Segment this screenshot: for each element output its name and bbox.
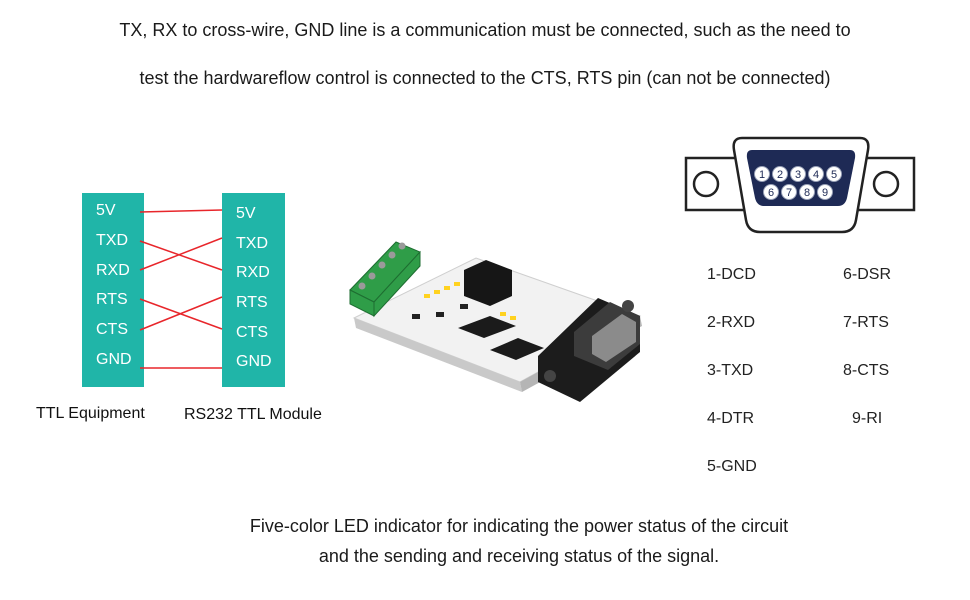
db9-pin-number: 6 <box>768 187 774 199</box>
footer-line-1: Five-color LED indicator for indicating … <box>249 516 789 536</box>
module-board-image <box>349 241 642 402</box>
footer-line-2: and the sending and receiving status of … <box>318 546 720 566</box>
left-pin-gnd: GND <box>96 351 132 368</box>
chip-1 <box>458 316 516 338</box>
pin-header <box>464 260 512 306</box>
pinmap-7: 7-RTS <box>843 314 889 331</box>
rs232-module-panel <box>222 193 285 387</box>
left-pin-5v: 5V <box>96 202 116 219</box>
db9-pin-number: 9 <box>822 187 828 199</box>
terminal-block <box>349 241 421 318</box>
pinmap-3: 3-TXD <box>707 362 754 379</box>
db9-pinout-image: 1 2 3 4 5 6 7 8 9 <box>684 136 916 234</box>
ttl-equipment-panel <box>82 193 144 387</box>
db9-pin-number: 5 <box>831 169 837 181</box>
pinmap-9: 9-RI <box>852 410 883 427</box>
right-pin-gnd: GND <box>236 353 272 370</box>
db9-pin-number: 4 <box>813 169 819 181</box>
pinmap-8: 8-CTS <box>843 362 890 379</box>
db9-pin-number: 3 <box>795 169 801 181</box>
header-line-1: TX, RX to cross-wire, GND line is a comm… <box>119 20 851 40</box>
wire-txd-rxd <box>139 240 223 271</box>
right-pin-rts: RTS <box>236 294 268 311</box>
header-line-2: test the hardwareflow control is connect… <box>139 68 831 88</box>
pinmap-2: 2-RXD <box>707 314 756 331</box>
wire-rxd-txd <box>139 237 223 271</box>
right-pin-5v: 5V <box>236 205 256 222</box>
pinmap-1: 1-DCD <box>707 266 756 283</box>
db9-pin-number: 7 <box>786 187 792 199</box>
right-pin-cts: CTS <box>236 324 268 341</box>
db9-connector <box>538 298 640 402</box>
wire-5v <box>139 209 223 213</box>
led-indicators <box>412 282 516 320</box>
left-pin-rts: RTS <box>96 291 128 308</box>
pinmap-5: 5-GND <box>707 458 757 475</box>
db9-pin-number: 1 <box>759 169 765 181</box>
left-pin-rxd: RXD <box>96 262 130 279</box>
chip-2 <box>490 338 544 360</box>
db9-pin-number: 8 <box>804 187 810 199</box>
right-pin-rxd: RXD <box>236 264 270 281</box>
left-pin-txd: TXD <box>96 232 128 249</box>
db9-pin-number: 2 <box>777 169 783 181</box>
left-pin-cts: CTS <box>96 321 128 338</box>
pinmap-6: 6-DSR <box>843 266 892 283</box>
right-pin-txd: TXD <box>236 235 268 252</box>
ttl-equipment-label: TTL Equipment <box>36 405 145 422</box>
rs232-module-label: RS232 TTL Module <box>184 406 322 423</box>
pinmap-4: 4-DTR <box>707 410 755 427</box>
wire-cts-rts <box>139 296 223 331</box>
